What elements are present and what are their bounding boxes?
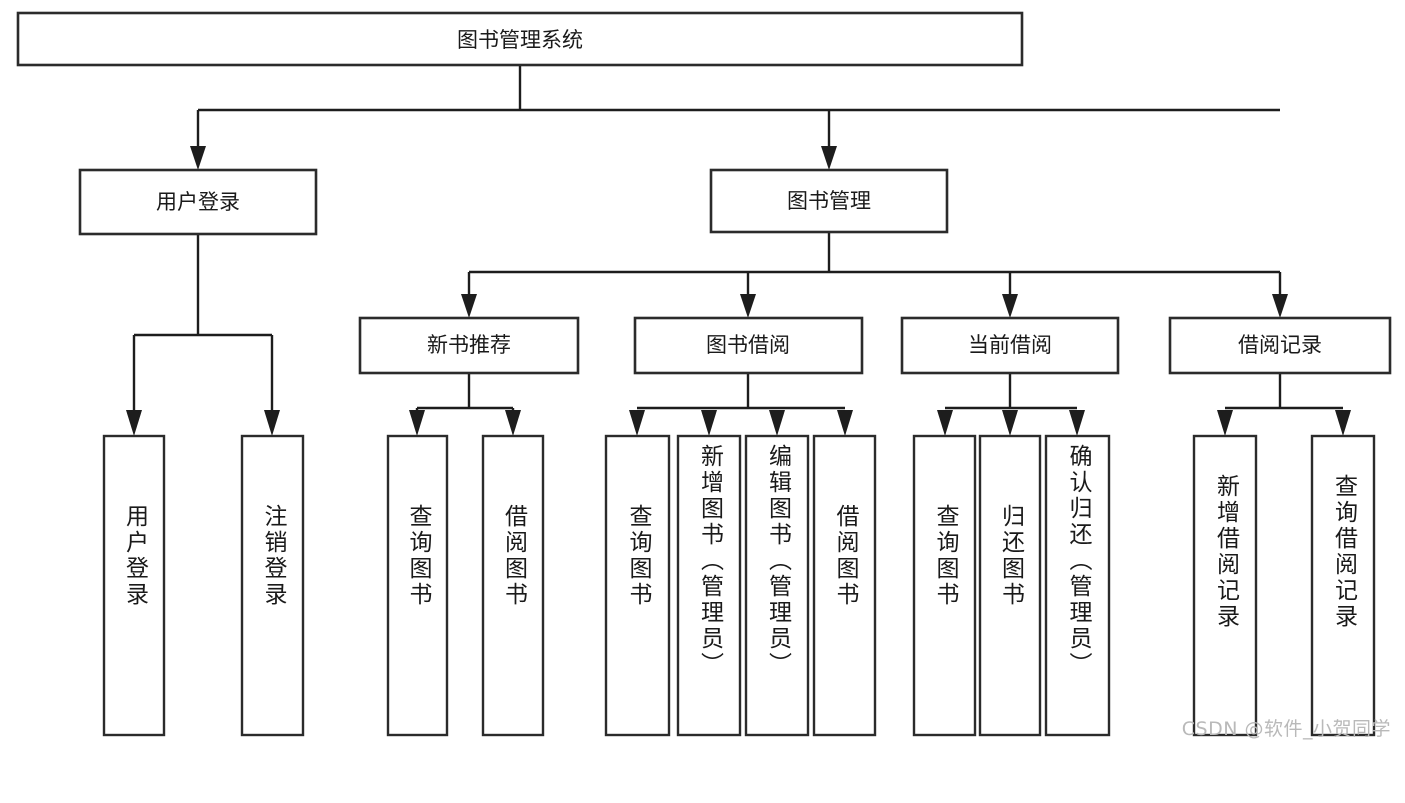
node-book-manage-box[interactable] bbox=[709, 168, 949, 234]
arrow-head-icon bbox=[821, 146, 837, 170]
node-book-borrow-box[interactable] bbox=[633, 316, 864, 375]
arrow-head-icon bbox=[264, 410, 280, 436]
node-user-login-label: 用户登录 bbox=[156, 190, 240, 214]
arrow-head-icon bbox=[1002, 410, 1018, 436]
arrow-head-icon bbox=[126, 410, 142, 436]
connector-book-borrow-to-leaves bbox=[629, 373, 853, 436]
diagram-canvas: 图书管理系统 用户登录 图书管理 新书推荐 图书借阅 当前借阅 借阅记录 bbox=[16, 11, 1392, 737]
arrow-head-icon bbox=[190, 146, 206, 170]
connector-current-borrow-to-leaves bbox=[937, 373, 1085, 436]
arrow-head-icon bbox=[629, 410, 645, 436]
arrow-head-icon bbox=[505, 410, 521, 436]
leaf-query-borrow-record-box[interactable] bbox=[1310, 434, 1376, 737]
connector-new-book-recommend-to-leaves bbox=[409, 373, 521, 436]
leaf-user-logout-box[interactable] bbox=[240, 434, 305, 737]
node-book-borrow-label: 图书借阅 bbox=[706, 333, 790, 357]
connector-user-login-to-leaves bbox=[126, 234, 280, 436]
node-borrow-record-label: 借阅记录 bbox=[1238, 333, 1322, 357]
node-user-login-box[interactable] bbox=[78, 168, 318, 236]
arrow-head-icon bbox=[1335, 410, 1351, 436]
node-root-label: 图书管理系统 bbox=[457, 28, 583, 52]
node-borrow-record-box[interactable] bbox=[1168, 316, 1392, 375]
leaf-query-book-2-box[interactable] bbox=[604, 434, 671, 737]
arrow-head-icon bbox=[769, 410, 785, 436]
node-current-borrow-box[interactable] bbox=[900, 316, 1120, 375]
leaf-query-book-1-box[interactable] bbox=[386, 434, 449, 737]
node-new-book-recommend[interactable]: 新书推荐 bbox=[358, 316, 580, 375]
arrow-head-icon bbox=[740, 294, 756, 318]
arrow-head-icon bbox=[837, 410, 853, 436]
node-book-manage[interactable]: 图书管理 bbox=[709, 168, 949, 234]
leaf-query-book-3-box[interactable] bbox=[912, 434, 977, 737]
node-root-box[interactable] bbox=[16, 11, 1024, 67]
arrow-head-icon bbox=[409, 410, 425, 436]
leaf-add-book-box[interactable] bbox=[676, 434, 742, 737]
arrow-head-icon bbox=[937, 410, 953, 436]
leaf-add-borrow-record-box[interactable] bbox=[1192, 434, 1258, 737]
connector-root-to-level2 bbox=[190, 65, 1280, 170]
node-book-manage-label: 图书管理 bbox=[787, 189, 871, 213]
node-borrow-record[interactable]: 借阅记录 bbox=[1168, 316, 1392, 375]
watermark: CSDN @软件_小贺同学 bbox=[1181, 718, 1391, 740]
leaf-return-book-box[interactable] bbox=[978, 434, 1042, 737]
leaf-borrow-book-1-box[interactable] bbox=[481, 434, 545, 737]
leaf-edit-book-box[interactable] bbox=[744, 434, 810, 737]
arrow-head-icon bbox=[461, 294, 477, 318]
leaf-borrow-book-2-box[interactable] bbox=[812, 434, 877, 737]
leaf-boxes bbox=[102, 434, 1376, 737]
node-new-book-recommend-label: 新书推荐 bbox=[427, 333, 511, 357]
connector-borrow-record-to-leaves bbox=[1217, 373, 1351, 436]
arrow-head-icon bbox=[701, 410, 717, 436]
node-current-borrow[interactable]: 当前借阅 bbox=[900, 316, 1120, 375]
node-new-book-recommend-box[interactable] bbox=[358, 316, 580, 375]
node-book-borrow[interactable]: 图书借阅 bbox=[633, 316, 864, 375]
leaf-confirm-return-box[interactable] bbox=[1044, 434, 1111, 737]
node-user-login[interactable]: 用户登录 bbox=[78, 168, 318, 236]
node-current-borrow-label: 当前借阅 bbox=[968, 333, 1052, 357]
leaf-user-login-box[interactable] bbox=[102, 434, 166, 737]
arrow-head-icon bbox=[1002, 294, 1018, 318]
hierarchy-diagram: 图书管理系统 用户登录 图书管理 新书推荐 图书借阅 当前借阅 借阅记录 bbox=[16, 11, 1392, 740]
arrow-head-icon bbox=[1069, 410, 1085, 436]
arrow-head-icon bbox=[1217, 410, 1233, 436]
arrow-head-icon bbox=[1272, 294, 1288, 318]
connector-book-manage-to-level3 bbox=[461, 232, 1288, 318]
node-root[interactable]: 图书管理系统 bbox=[16, 11, 1024, 67]
